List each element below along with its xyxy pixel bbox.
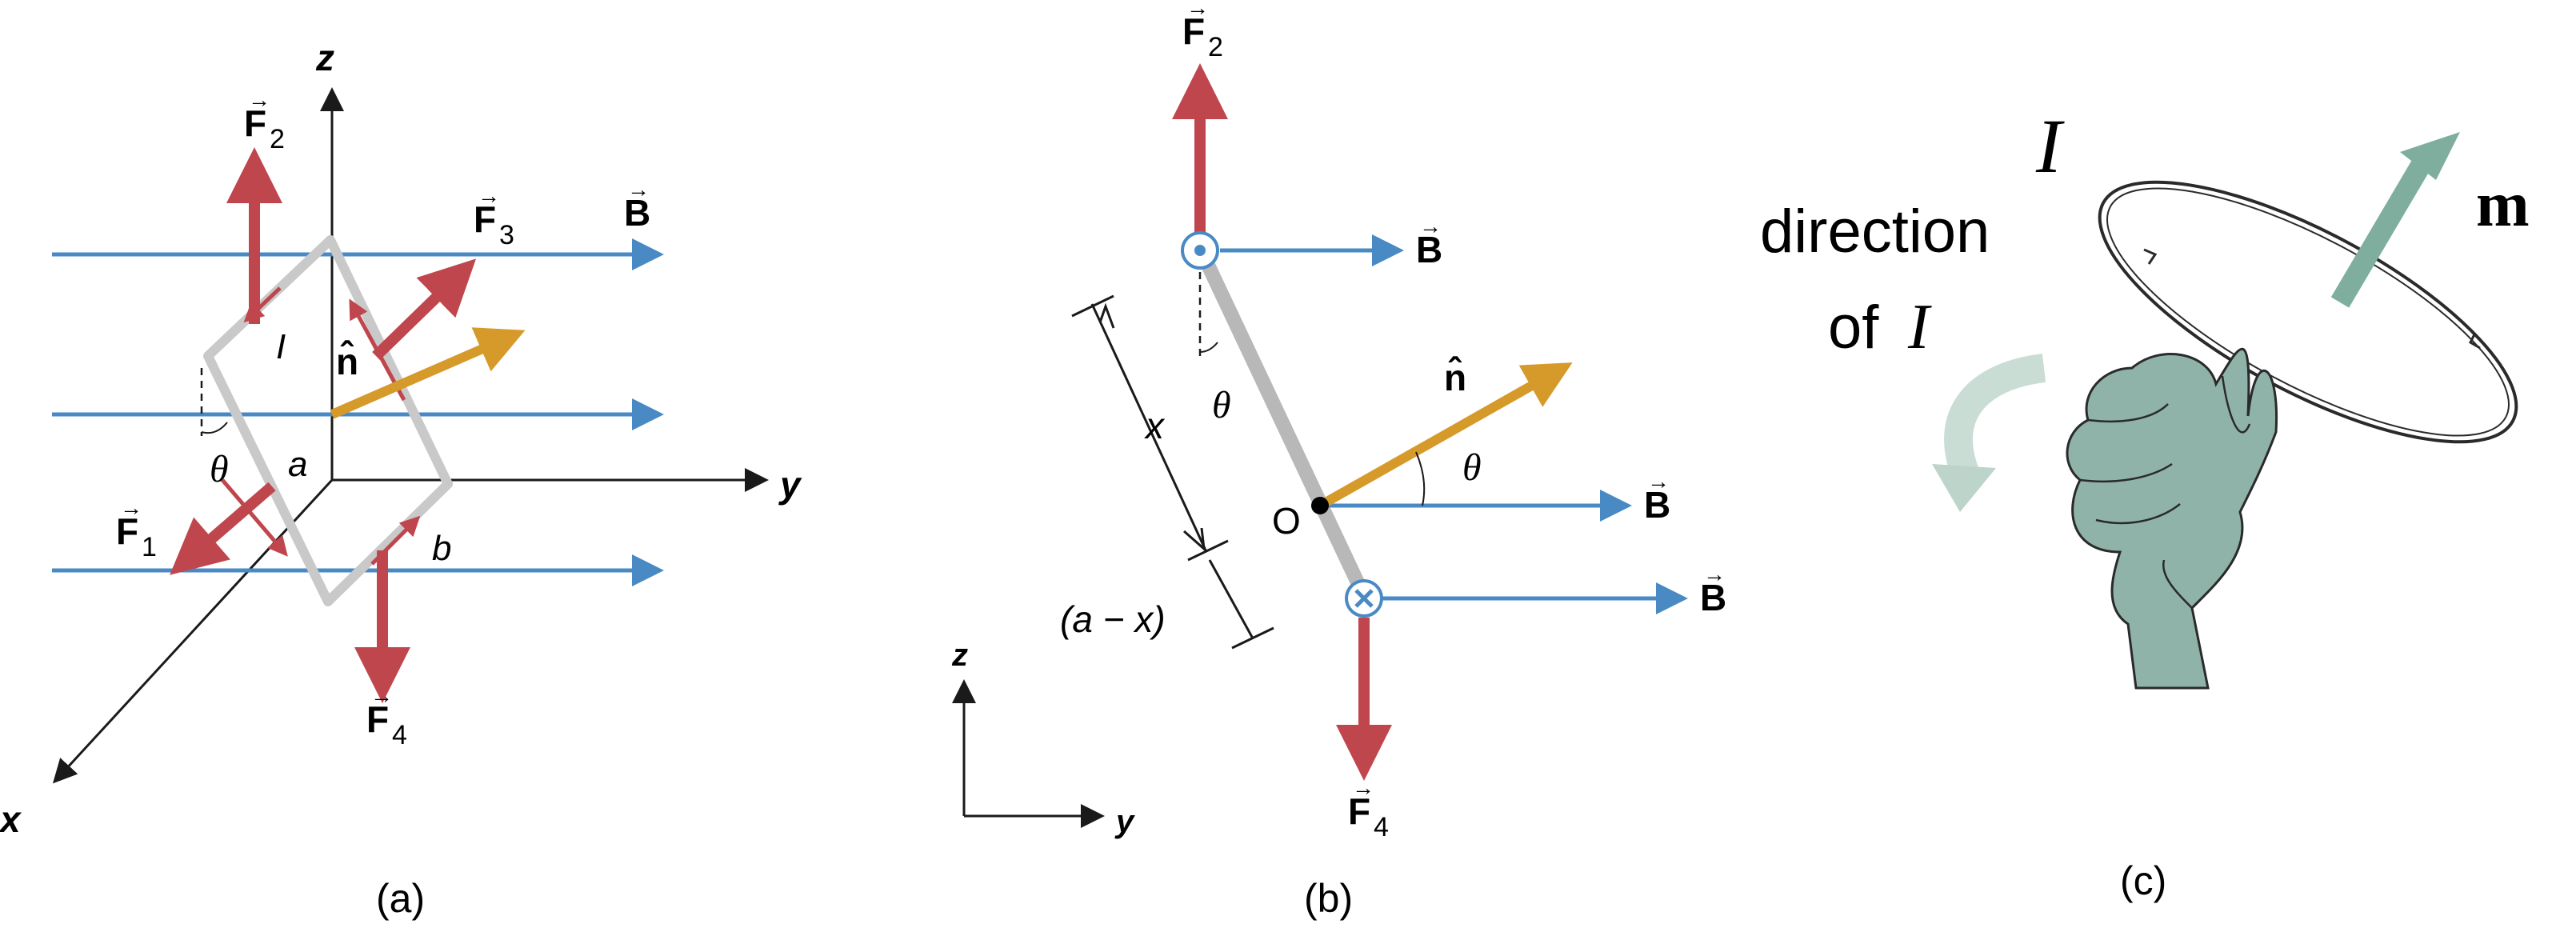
magnetic-moment-label: m: [2476, 170, 2530, 240]
label-F3: F → 3: [474, 183, 514, 250]
caption-a: (a): [376, 876, 425, 921]
label-B-top: B →: [1416, 214, 1442, 270]
side-b-label: b: [432, 529, 451, 568]
finger-crease-2: [2079, 462, 2173, 483]
current-direction-arrow-right: [2469, 332, 2481, 350]
current-direction-arrow-left: [2143, 248, 2158, 265]
current-loop-inner: [2106, 187, 2510, 437]
normal-vector-arrow: [1318, 362, 1573, 510]
normal-vector-arrow: [330, 327, 526, 419]
current-symbol-label: I: [2035, 103, 2065, 189]
label-B-bottom: B →: [1700, 562, 1726, 618]
z-axis-label: z: [315, 37, 334, 78]
pivot-point-O: [1311, 497, 1329, 514]
finger-crease-3: [2095, 503, 2181, 525]
x-distance-label: x: [1144, 405, 1166, 446]
svg-text:4: 4: [392, 720, 407, 750]
svg-text:F: F: [244, 102, 266, 144]
svg-text:F: F: [474, 198, 496, 240]
wrist-crease: [2162, 559, 2193, 609]
theta-label: θ: [210, 448, 229, 490]
normal-label: n̂: [336, 340, 358, 382]
x-axis: [52, 478, 334, 784]
moment-arrowhead: [2400, 132, 2460, 180]
panel-b: F → 2 F → 4 B → B → B → n̂ θ θ x (a − x)…: [951, 0, 1726, 921]
label-F4: F → 4: [366, 683, 407, 750]
a-minus-x-label: (a − x): [1060, 598, 1166, 640]
label-F4: F → 4: [1348, 775, 1389, 842]
current-arrow-left: [221, 478, 288, 557]
loop-edge-view: [1193, 241, 1371, 603]
vector-arrow-glyph: →: [1703, 562, 1726, 586]
caption-c: (c): [2120, 858, 2166, 903]
direction-label-line1: direction: [1760, 198, 1990, 266]
vector-arrow-glyph: →: [1647, 469, 1670, 494]
label-B-middle: B →: [1644, 469, 1670, 526]
finger-crease-1: [2087, 403, 2169, 423]
mini-z-label: z: [951, 638, 968, 673]
force-F3-arrow: [372, 258, 477, 361]
y-axis-label: y: [778, 464, 802, 506]
dimension-tick-middle: [1187, 539, 1229, 562]
theta-arc-mid: [1415, 451, 1426, 506]
label-B: B →: [624, 177, 650, 234]
normal-label: n̂: [1444, 356, 1466, 398]
label-F1: F → 1: [116, 495, 157, 562]
vector-arrow-glyph: →: [1352, 775, 1374, 800]
current-label: I: [276, 327, 286, 366]
svg-text:F: F: [116, 510, 138, 552]
vector-arrow-glyph: →: [478, 183, 500, 208]
svg-text:B: B: [624, 192, 650, 234]
panel-a: z y x F → 2 F → 3 F → 1 F → 4 B → n̂ I θ: [0, 37, 802, 921]
svg-text:F: F: [1348, 790, 1370, 832]
theta-label-middle: θ: [1462, 446, 1482, 489]
current-out-dot: [1194, 245, 1206, 256]
svg-text:B: B: [1700, 577, 1726, 618]
svg-text:2: 2: [1208, 32, 1223, 62]
vector-arrow-glyph: →: [627, 177, 650, 202]
direction-label-line2-symbol: I: [1907, 292, 1932, 362]
label-F2: F → 2: [244, 87, 285, 154]
svg-text:B: B: [1644, 484, 1670, 526]
moment-shaft: [2330, 154, 2434, 308]
curl-arrow: [1944, 354, 2046, 486]
vector-arrow-glyph: →: [370, 683, 393, 708]
theta-arc-top: [1199, 342, 1218, 353]
svg-text:B: B: [1416, 229, 1442, 270]
current-into-cross: [1354, 589, 1374, 608]
vector-arrow-glyph: →: [248, 87, 270, 112]
vector-arrow-glyph: →: [120, 495, 142, 520]
dimension-arrowhead: [1183, 527, 1206, 552]
svg-text:3: 3: [499, 220, 514, 250]
vector-arrow-glyph: →: [1419, 214, 1442, 238]
svg-text:F: F: [366, 698, 389, 740]
pivot-label: O: [1272, 500, 1301, 542]
vector-arrow-glyph: →: [1186, 0, 1209, 20]
x-axis-label: x: [0, 798, 22, 840]
force-F1-arrow: [170, 482, 276, 575]
thumb-crease: [2221, 375, 2251, 434]
dimension-line-lower: [1208, 559, 1254, 639]
svg-text:2: 2: [270, 124, 285, 154]
theta-label-top: θ: [1212, 384, 1231, 426]
panel-c: I m direction of I (c): [1760, 103, 2530, 903]
label-F2: F → 2: [1182, 0, 1223, 62]
current-loop: [203, 235, 453, 606]
svg-text:4: 4: [1374, 812, 1389, 842]
curl-arrowhead: [1932, 464, 1996, 512]
svg-text:1: 1: [142, 532, 157, 562]
right-hand-icon: [2066, 347, 2278, 690]
svg-text:F: F: [1182, 10, 1205, 52]
mini-y-label: y: [1114, 804, 1135, 839]
caption-b: (b): [1304, 876, 1353, 921]
dimension-arrowhead: [1098, 302, 1115, 329]
dimension-line: [1090, 303, 1208, 553]
side-a-label: a: [288, 445, 307, 484]
hand-shape: [2066, 347, 2278, 690]
direction-label-line2-prefix: of: [1828, 294, 1879, 362]
theta-arc: [201, 422, 228, 434]
dimension-tick-top: [1071, 294, 1114, 318]
